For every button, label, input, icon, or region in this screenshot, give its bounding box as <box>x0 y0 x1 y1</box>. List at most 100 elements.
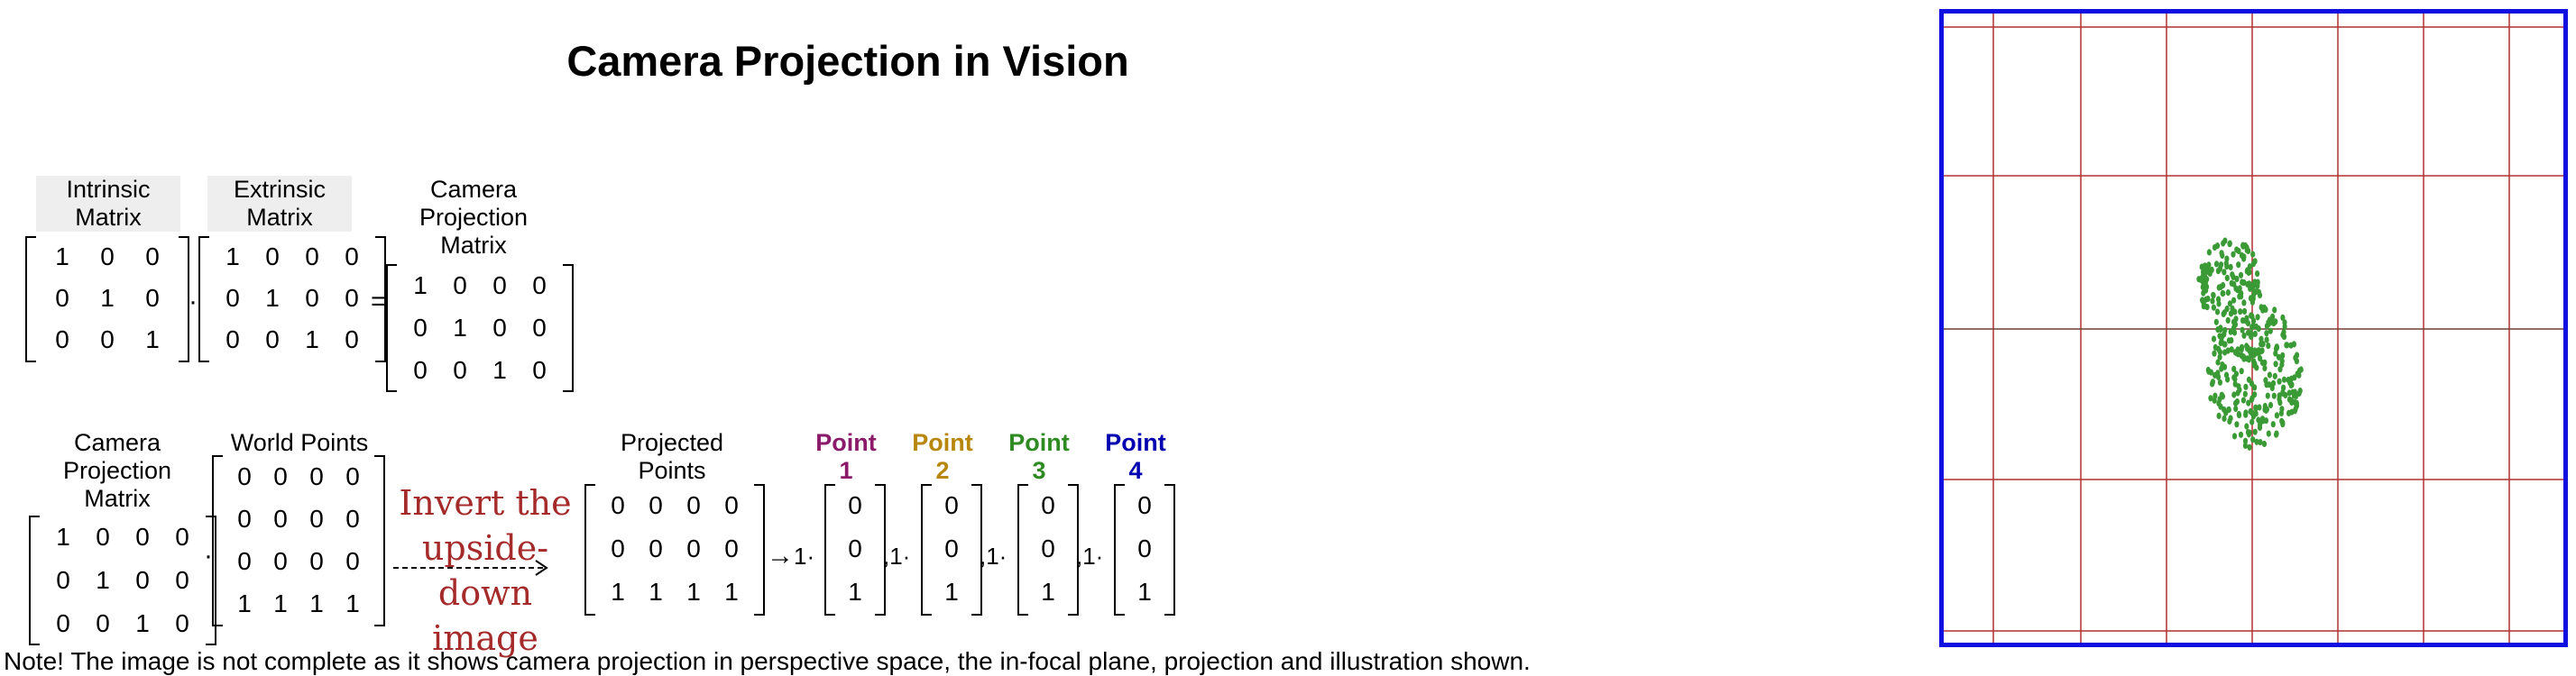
cloud-point <box>2231 433 2238 440</box>
right-bracket <box>206 516 216 645</box>
cloud-point <box>2236 261 2241 269</box>
cloud-point <box>2246 376 2251 383</box>
cloud-point <box>2234 275 2240 283</box>
matrix-cell: 1 <box>413 270 428 299</box>
matrix-cell: 0 <box>413 355 428 384</box>
scalar-prefix: 1· <box>794 543 815 570</box>
matrix-cell: 1 <box>145 325 160 353</box>
matrix-cell: 0 <box>309 461 324 490</box>
cloud-point <box>2274 431 2279 438</box>
vector-cell: 0 <box>1137 534 1152 562</box>
cloud-point <box>2286 396 2293 403</box>
cloud-point <box>2282 319 2287 326</box>
cloud-point <box>2263 417 2268 425</box>
cloud-point <box>2216 412 2222 419</box>
matrix-cell: 1 <box>55 242 69 270</box>
point-label: Point 2 <box>912 429 973 484</box>
vector-cell: 0 <box>1137 491 1152 519</box>
cloud-point <box>2244 355 2250 362</box>
multiply-operator: · <box>189 287 198 316</box>
cloud-point <box>2274 412 2279 419</box>
cloud-point <box>2247 443 2252 451</box>
matrix-cell: 0 <box>532 313 547 342</box>
right-bracket <box>375 236 386 362</box>
projection-plot <box>1944 14 2563 643</box>
matrix-cell: 0 <box>453 270 467 299</box>
cloud-point <box>2249 418 2255 425</box>
left-bracket <box>29 516 40 645</box>
cloud-point <box>2206 368 2212 375</box>
cloud-point <box>2228 328 2233 335</box>
matrix-cell: 1 <box>453 313 467 342</box>
invert-image-annotation: Invert the upside-down image <box>399 483 572 658</box>
cloud-point <box>2280 352 2286 359</box>
cloud-point <box>2250 251 2256 258</box>
cloud-point <box>2238 308 2243 315</box>
matrix-cell: 0 <box>649 534 663 562</box>
cloud-point <box>2236 410 2241 418</box>
cloud-point <box>2266 430 2271 437</box>
cloud-point <box>2255 270 2260 278</box>
cloud-point <box>2231 273 2236 280</box>
matrix-cell: 0 <box>345 242 359 270</box>
matrix-cell: 0 <box>265 325 280 353</box>
right-bracket <box>374 455 385 626</box>
cloud-point <box>2200 278 2205 285</box>
left-bracket <box>824 484 835 616</box>
matrix-cell: 0 <box>724 534 739 562</box>
cloud-point <box>2264 336 2269 343</box>
cloud-point <box>2252 428 2258 435</box>
left-bracket <box>386 264 397 392</box>
vector-cell: 0 <box>944 491 959 519</box>
matrix-cell: 0 <box>724 491 739 519</box>
matrix-cell: 0 <box>273 504 288 533</box>
cloud-point <box>2238 271 2244 279</box>
cloud-point <box>2240 326 2245 333</box>
cloud-point <box>2224 274 2230 281</box>
cloud-point <box>2296 389 2302 397</box>
scalar-prefix: ,1· <box>1076 543 1104 570</box>
cloud-point <box>2272 372 2277 379</box>
cloud-point <box>2262 364 2268 372</box>
cloud-point <box>2240 242 2246 249</box>
cloud-point <box>2214 308 2221 315</box>
matrix-cell: 1 <box>225 242 240 270</box>
matrix-cell: 1 <box>135 609 150 637</box>
matrix-cell: 0 <box>492 313 507 342</box>
matrix-cell: 0 <box>237 546 252 575</box>
projected-points-label: Projected Points <box>620 429 724 484</box>
cloud-point <box>2239 352 2244 359</box>
cloud-point <box>2273 350 2278 357</box>
matrix-cell: 1 <box>237 589 252 617</box>
matrix-cell: 0 <box>345 325 359 353</box>
matrix-cell: 1 <box>273 589 288 617</box>
cloud-point <box>2277 396 2282 403</box>
cloud-point <box>2218 325 2223 333</box>
cloud-point <box>2250 260 2256 268</box>
matrix-cell: 0 <box>265 242 280 270</box>
cloud-point <box>2203 273 2208 280</box>
matrix-cell: 0 <box>175 609 189 637</box>
cloud-point <box>2281 333 2287 341</box>
cloud-point <box>2213 318 2219 325</box>
cloud-point <box>2256 288 2261 296</box>
cloud-point <box>2228 263 2233 270</box>
cloud-point <box>2221 289 2226 297</box>
matrix-cell: 0 <box>686 491 701 519</box>
left-bracket <box>921 484 932 616</box>
cloud-point <box>2233 370 2239 378</box>
scalar-prefix: ,1· <box>883 543 911 570</box>
cloud-point <box>2249 352 2255 359</box>
matrix-cell: 0 <box>345 284 359 312</box>
right-bracket <box>875 484 886 616</box>
matrix-cell: 0 <box>96 523 110 551</box>
cloud-point <box>2264 330 2269 337</box>
cloud-point <box>2279 361 2285 369</box>
cloud-point <box>2214 242 2221 250</box>
cloud-point <box>2234 421 2240 428</box>
cloud-point <box>2241 307 2248 315</box>
matrix-cell: 0 <box>686 534 701 562</box>
